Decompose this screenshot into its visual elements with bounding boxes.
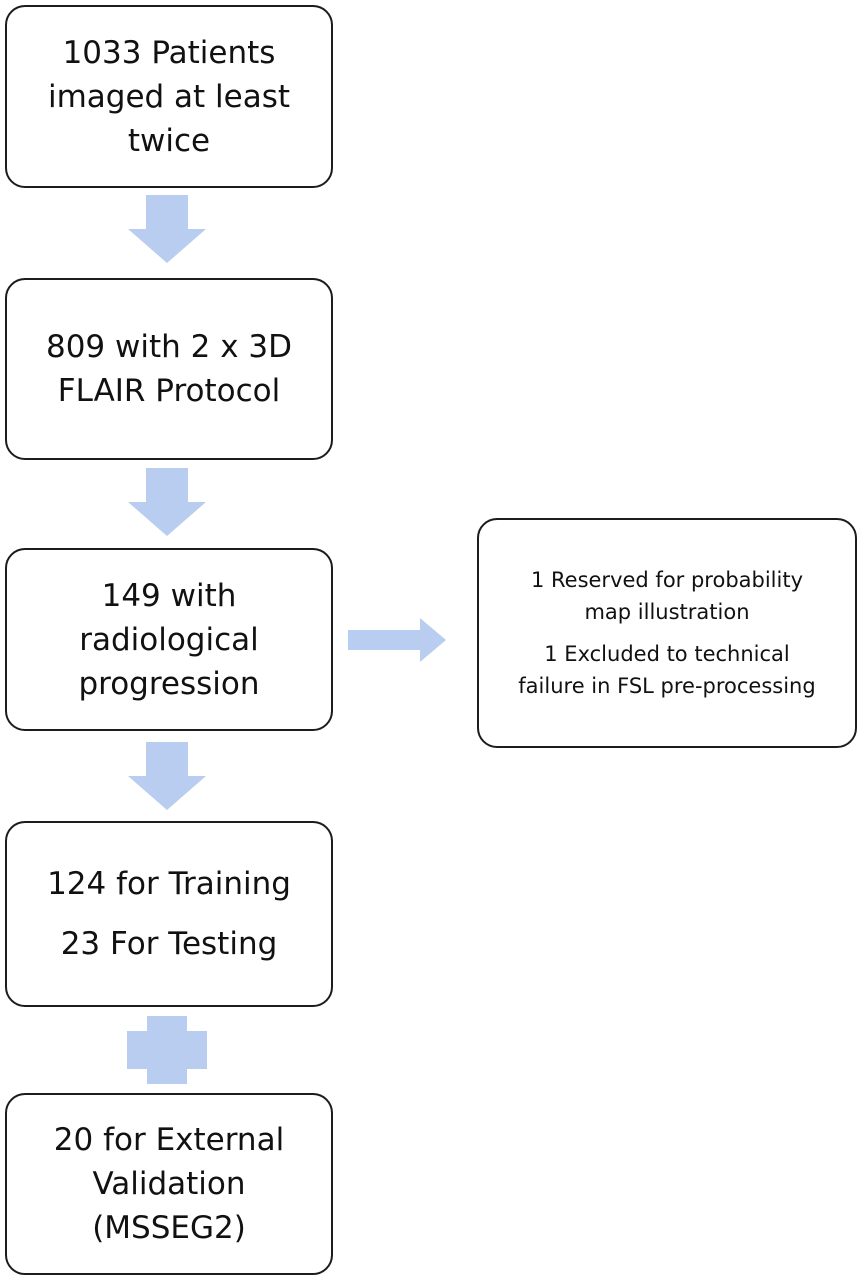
box-exclusions: 1 Reserved for probability map illustrat… [477,518,857,748]
arrow-down-icon [128,195,206,263]
box-patients-line-3: twice [127,122,211,159]
box-exclusions-line-1: 1 Reserved for probability [530,568,804,592]
box-split-testing: 23 For Testing [60,926,278,962]
box-exclusions-line-4: failure in FSL pre-processing [518,674,816,698]
box-patients-line-2: imaged at least [47,78,291,115]
box-flair-line-1: 809 with 2 x 3D [45,329,293,365]
box-patients-imaged: 1033 Patients imaged at least twice [5,5,333,188]
box-radiological-progression: 149 with radiological progression [5,548,333,731]
box-external-validation: 20 for External Validation (MSSEG2) [5,1093,333,1275]
box-progression-line-3: progression [78,665,260,702]
arrow-down-icon [128,742,206,810]
box-external-line-3: (MSSEG2) [92,1210,246,1246]
box-progression-line-1: 149 with [101,577,237,614]
plus-icon [127,1016,207,1084]
box-training-testing: 124 for Training 23 For Testing [5,821,333,1007]
box-external-line-1: 20 for External [53,1122,285,1158]
box-progression-line-2: radiological [79,621,259,658]
box-split-training: 124 for Training [47,866,291,902]
box-exclusions-line-3: 1 Excluded to technical [544,642,790,666]
box-exclusions-line-2: map illustration [584,600,750,624]
box-flair-protocol: 809 with 2 x 3D FLAIR Protocol [5,278,333,460]
box-external-line-2: Validation [92,1166,246,1202]
arrow-right-icon [348,618,446,662]
arrow-down-icon [128,468,206,536]
box-patients-line-1: 1033 Patients [62,34,276,71]
box-flair-line-2: FLAIR Protocol [57,373,281,409]
